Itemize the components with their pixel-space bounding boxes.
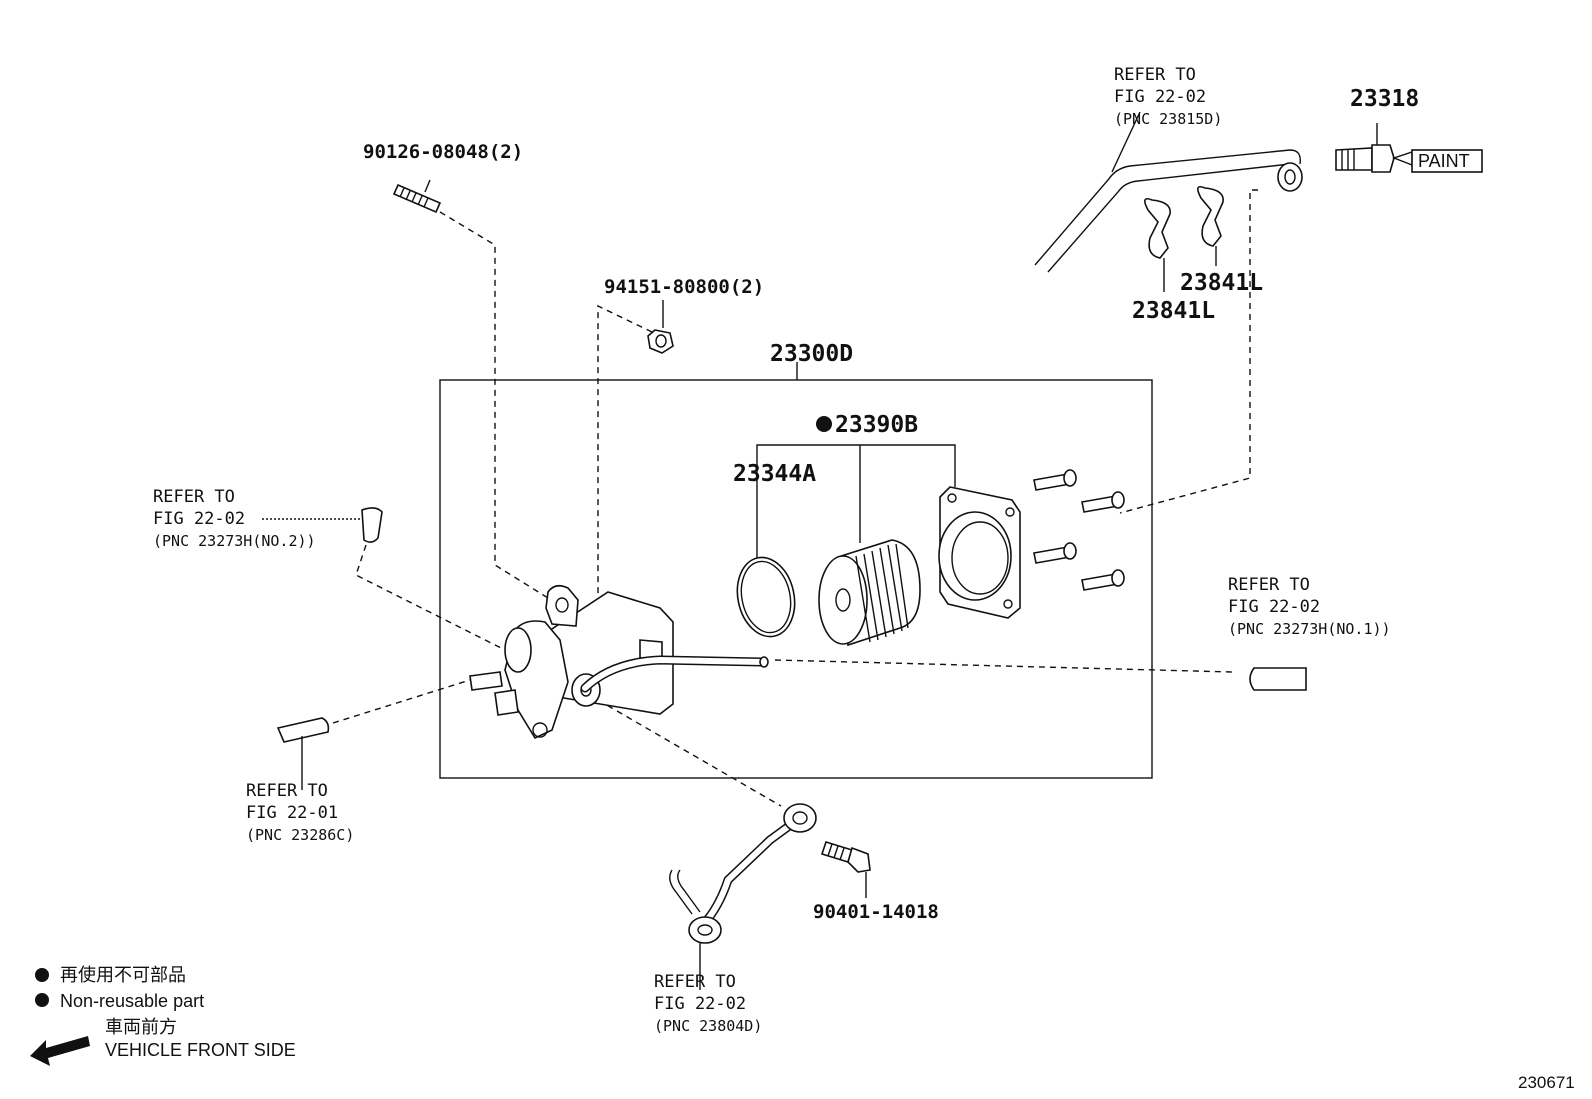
ref-left-line2: FIG 22-02 <box>153 509 245 529</box>
legend-bullet-icon-2 <box>35 993 49 1007</box>
clamp-23841l-a <box>1144 197 1171 292</box>
pipe-bottom-23804d <box>669 803 817 990</box>
cover-bolt-1 <box>1033 469 1077 491</box>
hose-right-23273h-no1 <box>1249 667 1307 691</box>
ref-bottom-line2: FIG 22-02 <box>654 994 746 1014</box>
legend-front-en: VEHICLE FRONT SIDE <box>105 1040 296 1060</box>
ref-bottom-line3: (PNC 23804D) <box>654 1017 762 1035</box>
leader-union-bolt <box>1119 189 1258 514</box>
leader-right-hose <box>774 659 1233 673</box>
ref-bottom-line1: REFER TO <box>654 972 736 992</box>
label-clamp-23841l-b: 23841L <box>1132 298 1215 324</box>
paint-box <box>1411 149 1483 173</box>
ref-bottom-left-line2: FIG 22-01 <box>246 803 338 823</box>
cover-bolt-4 <box>1081 569 1125 591</box>
legend: 再使用不可部品 Non-reusable part 車両前方 VEHICLE F… <box>30 965 296 1066</box>
filter-housing <box>469 584 674 740</box>
ref-top-line2: FIG 22-02 <box>1114 87 1206 107</box>
cover-bolt-2 <box>1081 491 1125 513</box>
o-ring-23344a <box>736 556 796 638</box>
label-union-bolt-23318: 23318 <box>1350 86 1419 112</box>
ref-left-line3: (PNC 23273H(NO.2)) <box>153 532 316 550</box>
legend-bullet-icon-1 <box>35 968 49 982</box>
vehicle-front-arrow-icon <box>30 1036 90 1066</box>
ref-bottom-left-line3: (PNC 23286C) <box>246 826 354 844</box>
ref-right-line3: (PNC 23273H(NO.1)) <box>1228 620 1391 638</box>
ref-right: REFER TO FIG 22-02 (PNC 23273H(NO.1)) <box>1228 575 1391 638</box>
filter-element-23390b <box>818 539 921 647</box>
label-bolt-90126: 90126-08048(2) <box>363 141 523 163</box>
paint-label: PAINT <box>1418 151 1470 171</box>
label-bolt-90401: 90401-14018 <box>813 901 939 923</box>
label-assembly-23300d: 23300D <box>770 341 853 367</box>
assembly-frame <box>439 379 1153 779</box>
label-nut-94151: 94151-80800(2) <box>604 276 764 298</box>
cover-bolt-3 <box>1033 542 1077 564</box>
leader-stud-bolt <box>439 211 549 599</box>
ref-bottom: REFER TO FIG 22-02 (PNC 23804D) <box>654 972 762 1035</box>
ref-top-line1: REFER TO <box>1114 65 1196 85</box>
figure-number: 230671 <box>1518 1073 1575 1092</box>
ref-right-line1: REFER TO <box>1228 575 1310 595</box>
ref-bottom-left-line1: REFER TO <box>246 781 328 801</box>
leader-nut <box>597 304 653 615</box>
ref-left-line1: REFER TO <box>153 487 235 507</box>
nut-94151 <box>647 300 674 354</box>
legend-front-jp: 車両前方 <box>105 1017 177 1037</box>
ref-left: REFER TO FIG 22-02 (PNC 23273H(NO.2)) <box>153 487 316 550</box>
label-filter-element-23390b: 23390B <box>835 412 918 438</box>
stud-bolt-90126 <box>392 179 442 214</box>
hose-left-23273h-no2 <box>262 507 383 543</box>
label-o-ring-23344a: 23344A <box>733 461 816 487</box>
ref-right-line2: FIG 22-02 <box>1228 597 1320 617</box>
clamp-23841l-b <box>1197 185 1224 266</box>
outlet-pipe <box>580 655 769 693</box>
ref-top: REFER TO FIG 22-02 (PNC 23815D) <box>1114 65 1222 128</box>
leader-bottom-pipe <box>597 699 782 807</box>
leader-left-hose <box>355 544 506 651</box>
legend-non-reusable-jp: 再使用不可部品 <box>60 965 186 985</box>
hose-bottom-left-23286c <box>276 717 330 790</box>
ref-bottom-left: REFER TO FIG 22-01 (PNC 23286C) <box>246 781 354 844</box>
filter-cover <box>938 486 1021 619</box>
label-clamp-23841l-a: 23841L <box>1180 270 1263 296</box>
ref-top-line3: (PNC 23815D) <box>1114 110 1222 128</box>
non-reusable-bullet-icon <box>816 416 832 432</box>
union-bolt-23318 <box>1335 123 1413 173</box>
union-bolt-90401 <box>820 841 871 898</box>
filter-element-bracket <box>756 444 956 560</box>
fuel-pipe-23815d <box>1034 111 1303 273</box>
legend-non-reusable-en: Non-reusable part <box>60 991 204 1011</box>
leader-bottom-left-hose <box>332 679 471 724</box>
